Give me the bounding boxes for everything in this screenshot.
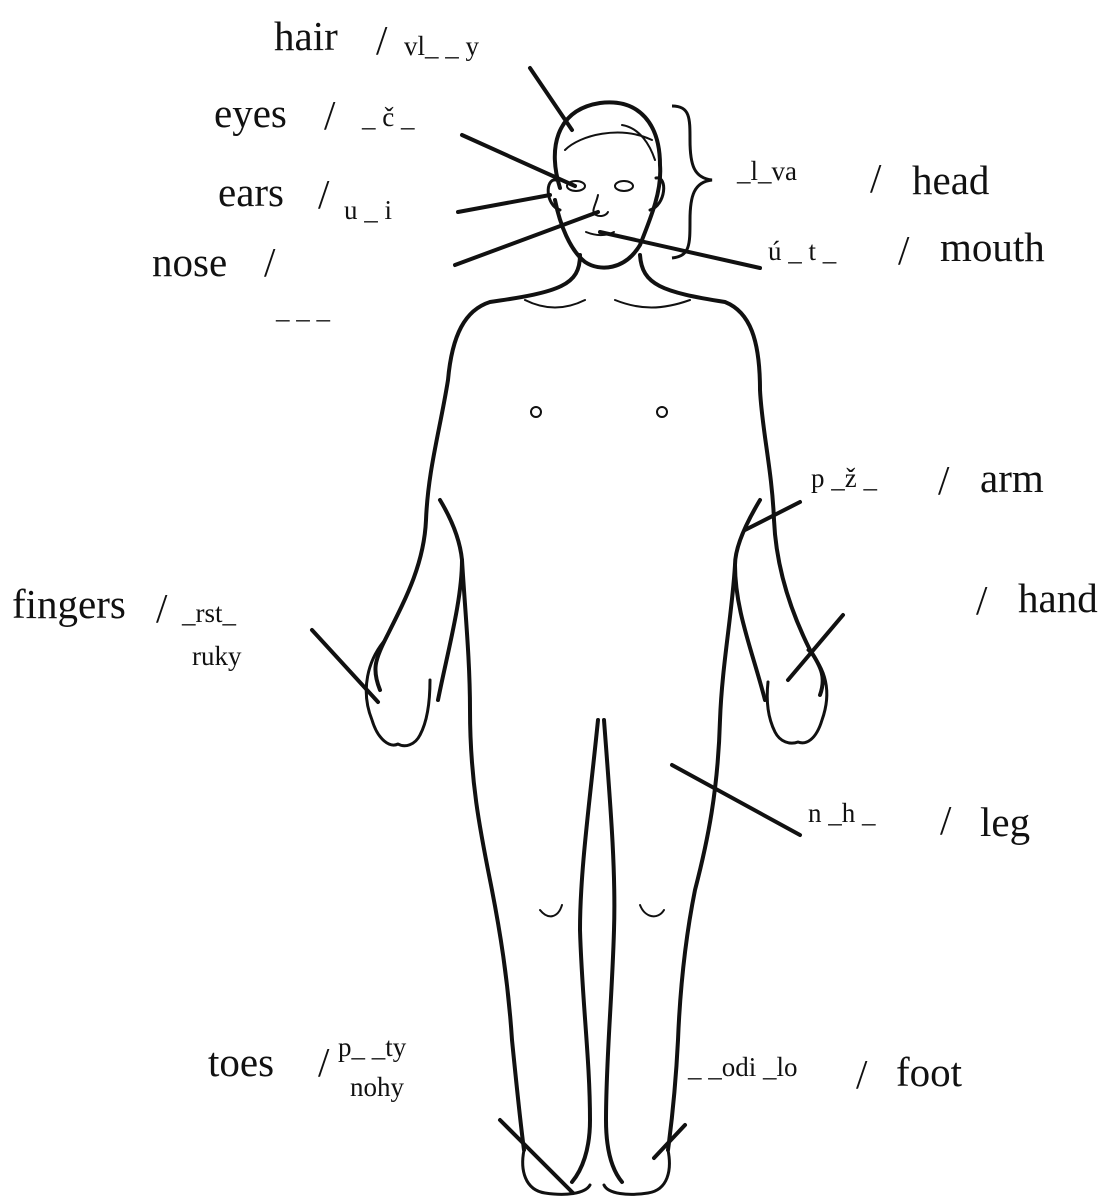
fingers-czech-label-line2: ruky — [192, 643, 242, 670]
nose-label: nose — [152, 242, 227, 283]
hair-pointer — [530, 68, 572, 130]
arm-label: arm — [980, 458, 1044, 499]
leg-label: leg — [980, 802, 1030, 843]
nose-separator: / — [264, 242, 275, 283]
leg-separator: / — [940, 800, 951, 841]
eyes-separator: / — [324, 95, 335, 136]
torso-outline — [375, 255, 822, 695]
left-hand — [366, 640, 430, 746]
head-brace — [672, 106, 712, 258]
hand-pointer — [788, 615, 843, 680]
ears-label: ears — [218, 172, 284, 213]
hair-separator: / — [376, 20, 387, 61]
toes-pointer — [500, 1120, 573, 1193]
ears-czech-label: u _ i — [344, 197, 392, 224]
mouth-label: mouth — [940, 227, 1045, 268]
leg-czech-label: n _h _ — [808, 800, 876, 827]
toes-czech-label: p_ _ty — [338, 1034, 406, 1061]
right-hand — [767, 650, 827, 743]
toes-czech-label-line2: nohy — [350, 1074, 404, 1101]
foot-separator: / — [856, 1054, 867, 1095]
ears-separator: / — [318, 174, 329, 215]
head-label: head — [912, 160, 989, 201]
ears-pointer — [458, 195, 550, 212]
mouth-separator: / — [898, 230, 909, 271]
foot-label: foot — [896, 1052, 962, 1093]
hair-label: hair — [274, 16, 338, 57]
nose-czech-label: _ _ _ — [276, 296, 330, 323]
head-czech-label: _l_va — [737, 158, 797, 185]
arm-czech-label: p _ž _ — [811, 465, 877, 492]
toes-separator: / — [318, 1042, 329, 1083]
nose-pointer — [455, 212, 598, 265]
eyes-label: eyes — [214, 93, 287, 134]
toes-label: toes — [208, 1042, 274, 1083]
hairline — [565, 125, 655, 160]
fingers-separator: / — [156, 588, 167, 629]
fingers-label: fingers — [12, 584, 126, 625]
arm-separator: / — [938, 460, 949, 501]
hair-czech-label: vl_ _ y — [404, 33, 479, 60]
foot-czech-label: _ _odi _lo — [688, 1054, 798, 1081]
eyes-czech-label: _ č _ — [362, 104, 414, 131]
hand-label: hand — [1018, 578, 1098, 619]
fingers-czech-label: _rst_ — [182, 600, 236, 627]
head-separator: / — [870, 158, 881, 199]
hand-separator: / — [976, 580, 987, 621]
fingers-pointer — [312, 630, 378, 702]
mouth-czech-label: ú _ t _ — [768, 238, 836, 265]
leg-pointer — [672, 765, 800, 835]
